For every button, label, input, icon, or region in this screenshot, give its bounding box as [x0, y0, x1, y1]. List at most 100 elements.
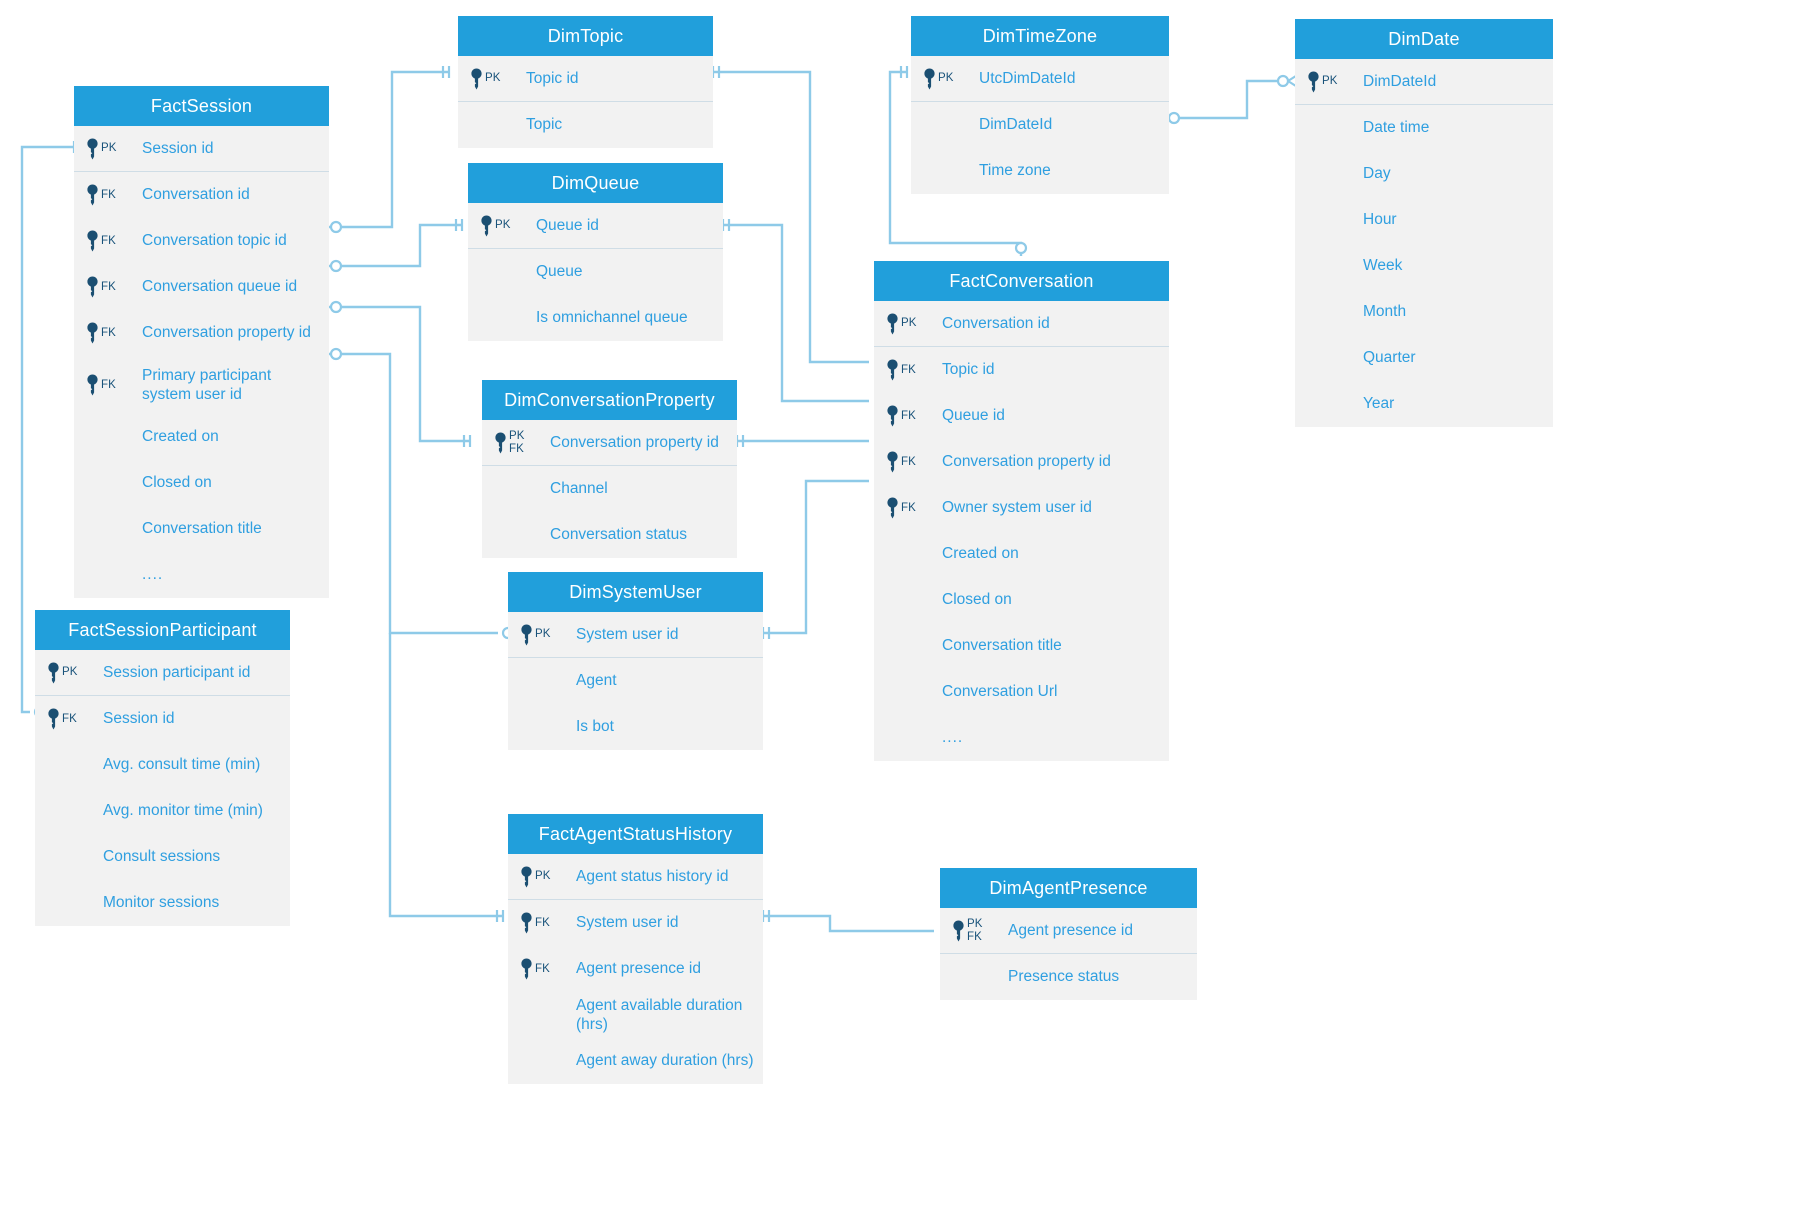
- field-row[interactable]: Conversation title: [874, 623, 1169, 669]
- field-row[interactable]: Agent away duration (hrs): [508, 1038, 763, 1084]
- field-row[interactable]: DimDateId: [911, 102, 1169, 148]
- entity-header-dimtimezone: DimTimeZone: [911, 16, 1169, 56]
- marker-zero-fs-prop: [329, 300, 343, 314]
- field-row[interactable]: Hour: [1295, 197, 1553, 243]
- marker-one-dimsystemuser-right: [761, 627, 771, 639]
- field-row[interactable]: Presence status: [940, 954, 1197, 1000]
- marker-one-dimconvprop: [462, 435, 472, 447]
- key-icon: [924, 68, 935, 89]
- field-row[interactable]: Queue: [468, 249, 723, 295]
- field-row[interactable]: Conversation title: [74, 506, 329, 552]
- field-row[interactable]: Channel: [482, 466, 737, 512]
- field-label: Topic id: [942, 361, 995, 379]
- key-icon: [87, 322, 98, 344]
- field-row[interactable]: Conversation Url: [874, 669, 1169, 715]
- field-row[interactable]: Time zone: [911, 148, 1169, 194]
- key-indicator: PK: [480, 215, 536, 237]
- key-indicator: FK: [86, 184, 142, 206]
- field-row[interactable]: Avg. consult time (min): [35, 742, 290, 788]
- field-row[interactable]: Monitor sessions: [35, 880, 290, 926]
- field-row[interactable]: ....: [874, 715, 1169, 761]
- field-row[interactable]: Year: [1295, 381, 1553, 427]
- field-row[interactable]: Day: [1295, 151, 1553, 197]
- entity-header-dimagentpresence: DimAgentPresence: [940, 868, 1197, 908]
- field-row[interactable]: Agent available duration (hrs): [508, 992, 763, 1038]
- key-indicator: FK: [520, 912, 576, 934]
- field-row[interactable]: Month: [1295, 289, 1553, 335]
- field-row[interactable]: Avg. monitor time (min): [35, 788, 290, 834]
- marker-one-dimtopic-right: [711, 66, 721, 78]
- field-row[interactable]: Week: [1295, 243, 1553, 289]
- field-label: Agent: [576, 672, 617, 690]
- field-row[interactable]: Created on: [74, 414, 329, 460]
- key-icon: [887, 405, 898, 427]
- entity-header-dimconversationproperty: DimConversationProperty: [482, 380, 737, 420]
- entity-header-dimtopic: DimTopic: [458, 16, 713, 56]
- field-row[interactable]: Is omnichannel queue: [468, 295, 723, 341]
- field-label: Queue id: [942, 407, 1005, 425]
- field-row[interactable]: Agent: [508, 658, 763, 704]
- wire-factagentstatus-dimagentpresence: [763, 914, 934, 933]
- key-indicator: PK: [470, 68, 526, 90]
- key-tag-fk: FK: [101, 280, 116, 293]
- field-row[interactable]: Is bot: [508, 704, 763, 750]
- marker-one-factagentstatus: [495, 910, 505, 922]
- field-label: Conversation topic id: [142, 232, 287, 250]
- field-row[interactable]: Date time: [1295, 105, 1553, 151]
- key-tag-fk: FK: [101, 326, 116, 339]
- entity-header-factsessionparticipant: FactSessionParticipant: [35, 610, 290, 650]
- field-row[interactable]: Topic: [458, 102, 713, 148]
- field-row[interactable]: Consult sessions: [35, 834, 290, 880]
- field-row[interactable]: Created on: [874, 531, 1169, 577]
- field-row[interactable]: ....: [74, 552, 329, 598]
- field-row[interactable]: Quarter: [1295, 335, 1553, 381]
- wire-dimqueue-factconversation: [723, 223, 869, 403]
- field-label: Time zone: [979, 162, 1051, 180]
- key-tag-pk: PK: [901, 317, 917, 330]
- field-label: Conversation status: [550, 526, 687, 544]
- field-label: Session id: [142, 139, 214, 157]
- field-row[interactable]: Conversation status: [482, 512, 737, 558]
- field-row[interactable]: Closed on: [74, 460, 329, 506]
- marker-one-dimtopic: [441, 66, 451, 78]
- field-row[interactable]: Closed on: [874, 577, 1169, 623]
